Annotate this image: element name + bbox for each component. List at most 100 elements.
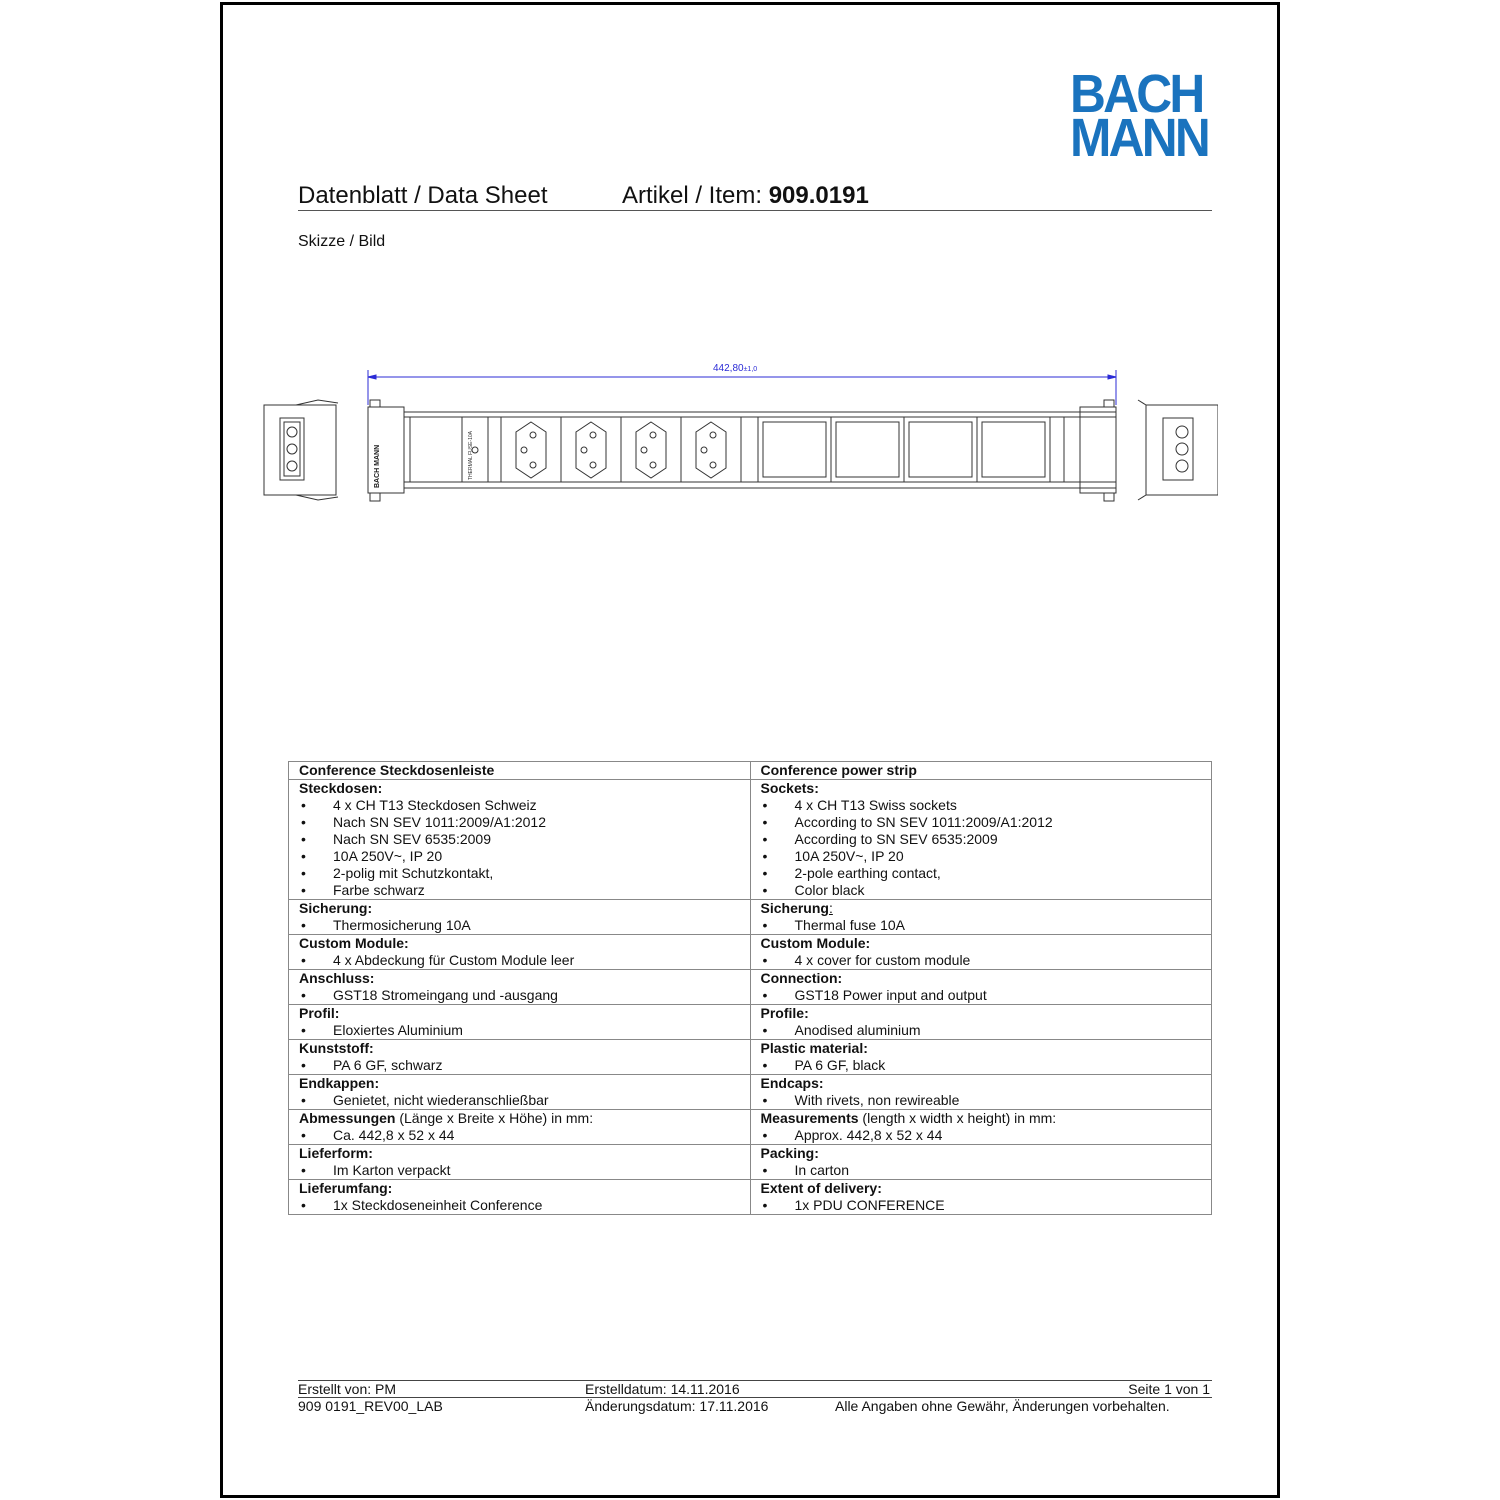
spec-cell-en: Endcaps:•With rivets, non rewireable [749, 1074, 1212, 1110]
bullet-icon: • [301, 1022, 306, 1038]
list-item-text: According to SN SEV 1011:2009/A1:2012 [794, 814, 1053, 830]
section-title-text: Abmessungen [299, 1110, 396, 1126]
spec-cell-en: Sockets:•4 x CH T13 Swiss sockets•Accord… [749, 779, 1212, 900]
list-item-text: Genietet, nicht wiederanschließbar [333, 1092, 549, 1108]
bullet-icon: • [301, 1162, 306, 1178]
list-item: •10A 250V~, IP 20 [299, 848, 750, 865]
section-title-rest: (length x width x height) in mm: [858, 1110, 1057, 1126]
list-item: •2-polig mit Schutzkontakt, [299, 865, 750, 882]
list-item: •According to SN SEV 1011:2009/A1:2012 [761, 814, 1212, 831]
footer-row-2: 909 0191_REV00_LAB Änderungsdatum: 17.11… [298, 1397, 1212, 1414]
list-item: •1x Steckdoseneinheit Conference [299, 1197, 750, 1214]
spec-section-row: Custom Module:•4 x Abdeckung für Custom … [288, 934, 1212, 970]
svg-text:BACH MANN: BACH MANN [374, 445, 381, 488]
spec-section-row: Anschluss:•GST18 Stromeingang und -ausga… [288, 969, 1212, 1005]
list-item-text: GST18 Power input and output [794, 987, 987, 1003]
document-page [220, 2, 1280, 1498]
spec-cell-de: Steckdosen:•4 x CH T13 Steckdosen Schwei… [288, 779, 751, 900]
section-title: Sicherung: [299, 900, 750, 917]
section-title: Custom Module: [761, 935, 1212, 952]
list-item: •Thermal fuse 10A [761, 917, 1212, 934]
section-title-text: Anschluss: [299, 970, 375, 986]
list-item: •GST18 Power input and output [761, 987, 1212, 1004]
section-title: Custom Module: [299, 935, 750, 952]
page-title: Datenblatt / Data Sheet [298, 182, 548, 209]
section-title: Sockets: [761, 780, 1212, 797]
bullet-icon: • [301, 952, 306, 968]
page-footer: Erstellt von: PM Erstelldatum: 14.11.201… [298, 1380, 1212, 1414]
section-title-text: Sicherung [760, 900, 829, 916]
modified-date: Änderungsdatum: 17.11.2016 [585, 1398, 769, 1414]
dimension-label: 442,80±1,0 [713, 363, 757, 374]
section-title: Extent of delivery: [761, 1180, 1212, 1197]
section-title-text: Endcaps: [760, 1075, 824, 1091]
bullet-icon: • [762, 1022, 768, 1038]
section-title: Packing: [761, 1145, 1212, 1162]
spec-cell-de: Sicherung:•Thermosicherung 10A [288, 899, 751, 935]
bullet-icon: • [762, 865, 768, 881]
section-title: Kunststoff: [299, 1040, 750, 1057]
svg-text:THERMAL FUSE-10A: THERMAL FUSE-10A [468, 430, 474, 480]
bullet-icon: • [301, 1057, 306, 1073]
section-title-text: Lieferform: [299, 1145, 373, 1161]
list-item-text: According to SN SEV 6535:2009 [794, 831, 998, 847]
list-item-text: 2-pole earthing contact, [794, 865, 941, 881]
list-item-text: 2-polig mit Schutzkontakt, [333, 865, 494, 881]
bullet-icon: • [762, 1162, 768, 1178]
page-number: Seite 1 von 1 [1128, 1381, 1210, 1397]
section-title-text: Sicherung: [299, 900, 373, 916]
list-item: • PA 6 GF, schwarz [299, 1057, 750, 1074]
section-title: Lieferform: [299, 1145, 750, 1162]
list-item: •4 x CH T13 Swiss sockets [761, 797, 1212, 814]
bullet-icon: • [301, 1127, 306, 1143]
spec-table: Conference Steckdosenleiste Conference p… [288, 761, 1212, 1215]
list-item: •4 x CH T13 Steckdosen Schweiz [299, 797, 750, 814]
list-item-text: Nach SN SEV 6535:2009 [333, 831, 491, 847]
footer-row-1: Erstellt von: PM Erstelldatum: 14.11.201… [298, 1380, 1212, 1397]
spec-cell-de: Lieferform:•Im Karton verpackt [288, 1144, 751, 1180]
list-item-text: 1x PDU CONFERENCE [794, 1197, 945, 1213]
list-item: •PA 6 GF, black [761, 1057, 1212, 1074]
bullet-icon: • [762, 882, 768, 898]
table-header-row: Conference Steckdosenleiste Conference p… [288, 761, 1212, 780]
list-item: •Thermosicherung 10A [299, 917, 750, 934]
section-title-text: Profile: [760, 1005, 809, 1021]
section-title: Abmessungen (Länge x Breite x Höhe) in m… [299, 1110, 750, 1127]
bullet-icon: • [762, 1092, 768, 1108]
item-label: Artikel / Item: [622, 182, 769, 209]
spec-cell-de: Endkappen:•Genietet, nicht wiederanschli… [288, 1074, 751, 1110]
list-item: • According to SN SEV 6535:2009 [761, 831, 1212, 848]
spec-cell-en: Custom Module:•4 x cover for custom modu… [749, 934, 1212, 970]
section-subtitle: Skizze / Bild [298, 233, 386, 250]
list-item: •10A 250V~, IP 20 [761, 848, 1212, 865]
list-item-text: 10A 250V~, IP 20 [333, 848, 443, 864]
spec-cell-de: Custom Module:•4 x Abdeckung für Custom … [288, 934, 751, 970]
spec-cell-de: Kunststoff:• PA 6 GF, schwarz [288, 1039, 751, 1075]
list-item-text: Approx. 442,8 x 52 x 44 [794, 1127, 943, 1143]
list-item: •With rivets, non rewireable [761, 1092, 1212, 1109]
bullet-icon: • [301, 917, 306, 933]
section-title: Endcaps: [761, 1075, 1212, 1092]
bullet-icon: • [301, 797, 306, 813]
header-de: Conference Steckdosenleiste [288, 761, 751, 780]
spec-cell-en: Profile:•Anodised aluminium [749, 1004, 1212, 1040]
list-item: •4 x Abdeckung für Custom Module leer [299, 952, 750, 969]
list-item-text: Color black [794, 882, 865, 898]
list-item: •Approx. 442,8 x 52 x 44 [761, 1127, 1212, 1144]
created-by: Erstellt von: PM [298, 1381, 397, 1397]
bullet-icon: • [762, 831, 768, 847]
list-item: •Farbe schwarz [299, 882, 750, 899]
list-item-text: PA 6 GF, schwarz [333, 1057, 443, 1073]
spec-section-row: Steckdosen:•4 x CH T13 Steckdosen Schwei… [288, 779, 1212, 900]
spec-cell-de: Lieferumfang:•1x Steckdoseneinheit Confe… [288, 1179, 751, 1215]
drawing-svg: BACH MANN THERMAL FUSE-10A [263, 370, 1218, 502]
spec-section-row: Endkappen:•Genietet, nicht wiederanschli… [288, 1074, 1212, 1110]
section-title-text: Plastic material: [760, 1040, 868, 1056]
list-item-text: Nach SN SEV 1011:2009/A1:2012 [333, 814, 547, 830]
list-item-text: In carton [794, 1162, 849, 1178]
section-title-text: Steckdosen: [299, 780, 383, 796]
bullet-icon: • [762, 917, 768, 933]
